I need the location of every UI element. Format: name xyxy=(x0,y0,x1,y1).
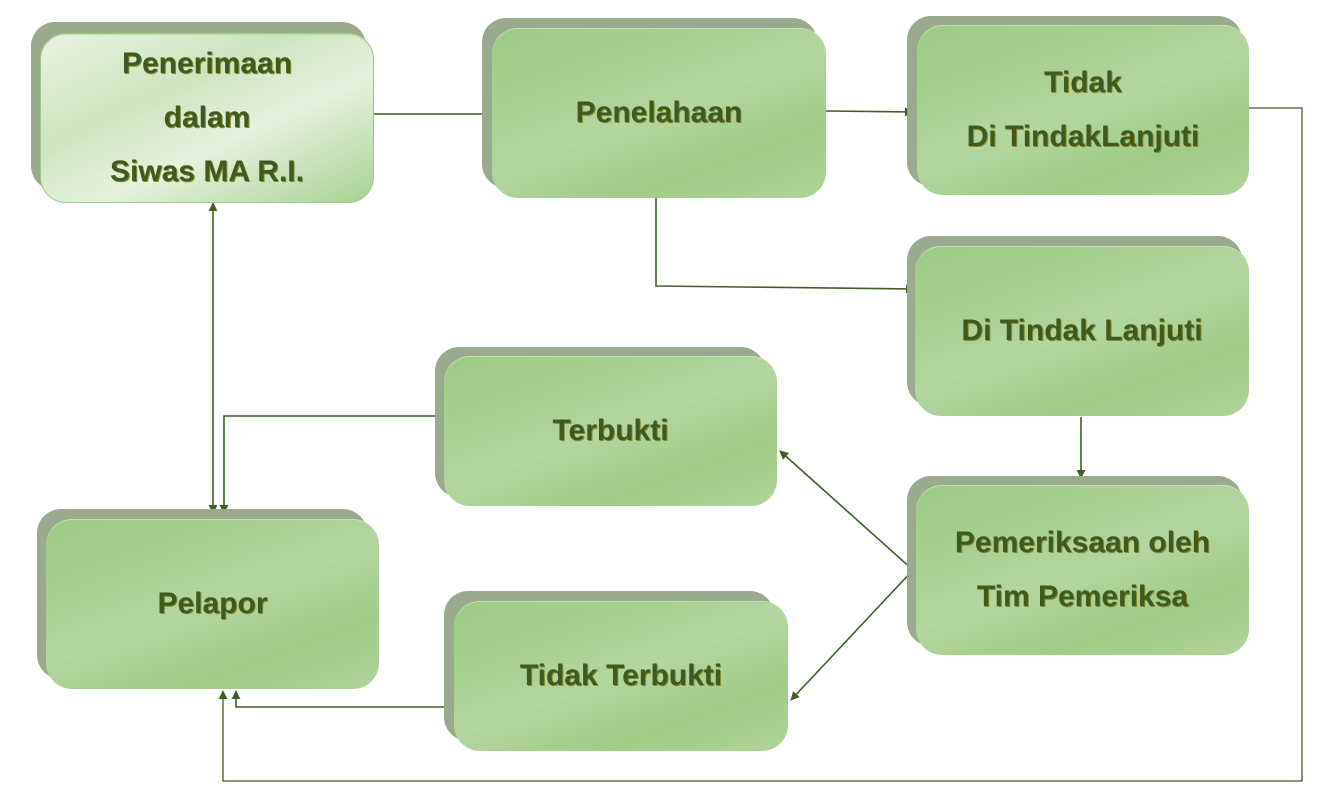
edge-terbukti-pelapor xyxy=(219,415,441,514)
node-ditindaklanjuti[interactable]: Di Tindak Lanjuti xyxy=(907,236,1252,418)
node-penerimaan-label: Penerimaan dalam Siwas MA R.I. xyxy=(110,47,304,188)
node-terbukti-label: Terbukti xyxy=(552,414,669,447)
node-tidak-ditindaklanjuti-label: Tidak Di TindakLanjuti xyxy=(966,66,1200,153)
node-tidak-terbukti[interactable]: Tidak Terbukti xyxy=(444,591,789,753)
node-pemeriksaan-label: Pemeriksaan oleh Tim Pemeriksa xyxy=(954,526,1211,613)
node-tidak-ditindaklanjuti[interactable]: Tidak Di TindakLanjuti xyxy=(907,16,1252,198)
node-terbukti[interactable]: Terbukti xyxy=(435,347,780,509)
edge-pemeriksaan-tidak-terbukti xyxy=(790,569,914,701)
node-penerimaan[interactable]: Penerimaan dalam Siwas MA R.I. xyxy=(31,22,376,204)
edge-pemeriksaan-terbukti xyxy=(779,450,914,571)
node-pelapor-label: Pelapor xyxy=(157,587,268,620)
node-pemeriksaan[interactable]: Pemeriksaan oleh Tim Pemeriksa xyxy=(907,476,1252,658)
node-penelahaan-label: Penelahaan xyxy=(575,96,743,129)
edge-tidak-terbukti-pelapor xyxy=(231,690,456,708)
edge-penelahaan-ditindaklanjuti xyxy=(655,196,915,294)
node-penelahaan[interactable]: Penelahaan xyxy=(482,18,827,200)
node-ditindaklanjuti-label: Di Tindak Lanjuti xyxy=(961,314,1203,347)
node-pelapor[interactable]: Pelapor xyxy=(37,509,382,691)
node-tidak-terbukti-label: Tidak Terbukti xyxy=(519,659,723,692)
edge-tidak-ditindaklanjuti-pelapor xyxy=(218,107,1303,782)
edge-penelahaan-tidak-ditindaklanjuti xyxy=(825,107,914,117)
